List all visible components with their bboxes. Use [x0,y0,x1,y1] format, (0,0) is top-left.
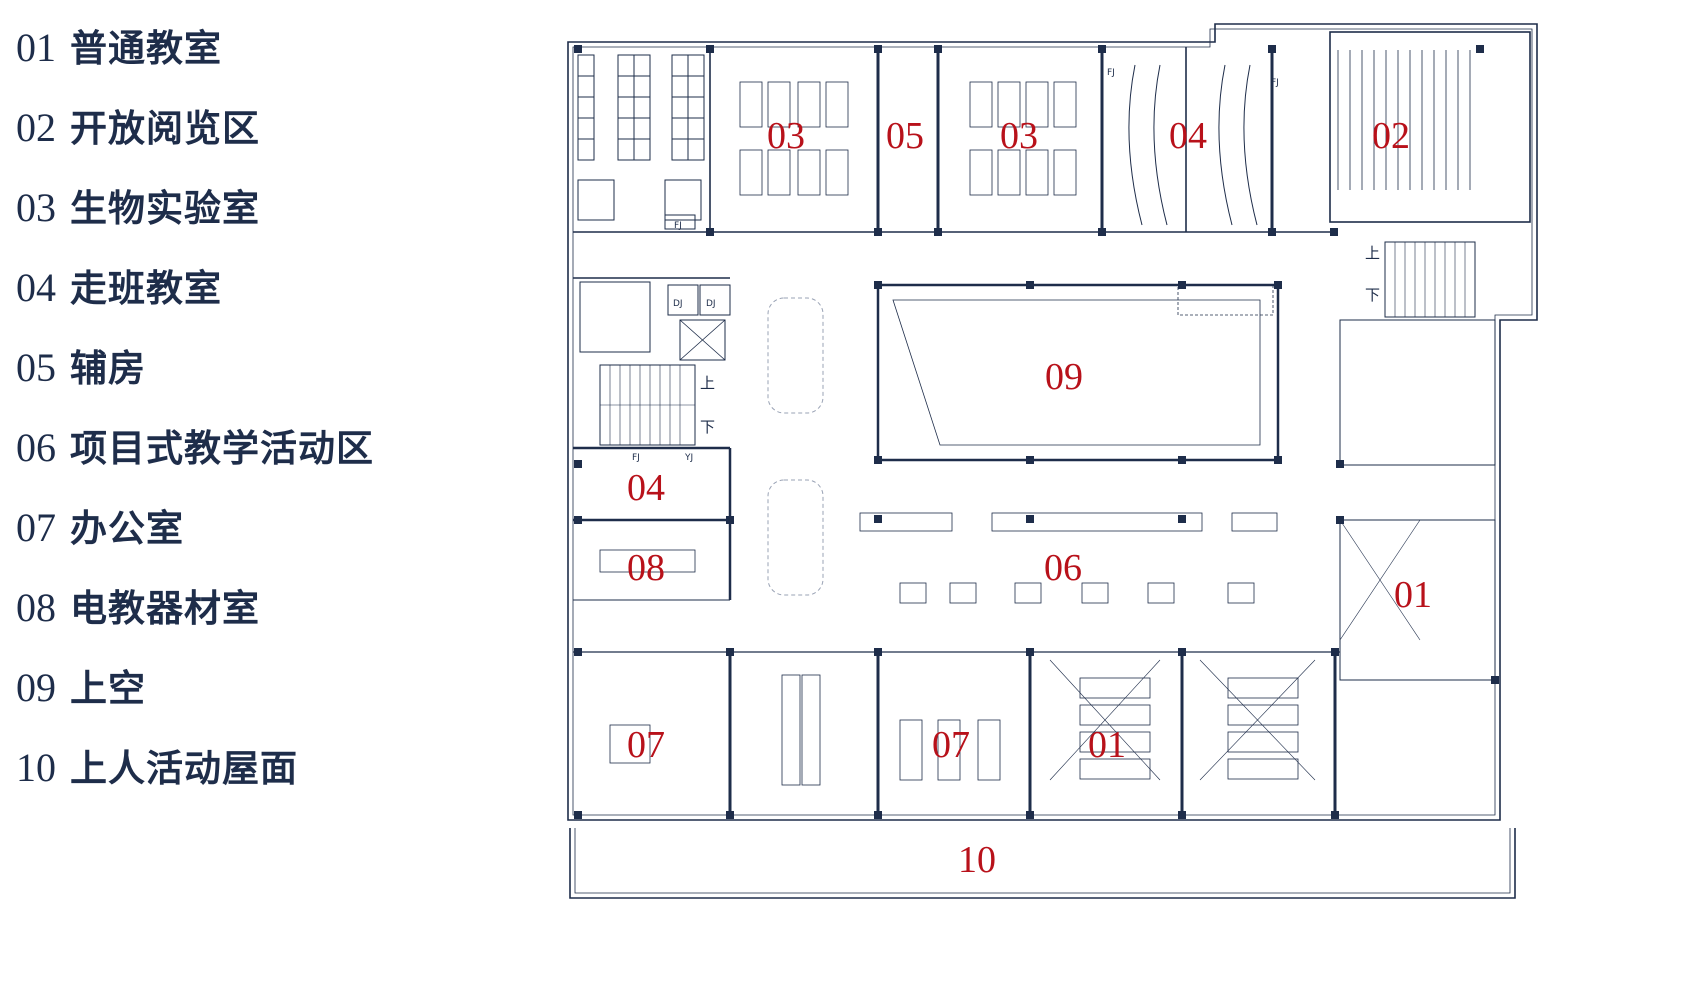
legend-item-10: 10 上人活动屋面 [16,744,298,793]
zone-label-04: 04 [1169,115,1207,157]
legend-text: 上人活动屋面 [70,747,298,790]
legend-text: 开放阅览区 [70,107,260,150]
legend-number: 10 [16,745,56,790]
legend-item-09: 09 上空 [16,664,146,713]
legend-number: 01 [16,25,56,70]
legend-text: 普通教室 [70,27,222,70]
legend-item-03: 03 生物实验室 [16,184,260,233]
legend-text: 项目式教学活动区 [70,427,374,470]
roof-terrace-outline [569,828,1516,899]
legend-number: 09 [16,665,56,710]
room-right-upper [1339,319,1496,466]
legend-number: 04 [16,265,56,310]
void-09-outline [876,283,1280,462]
office-desks [609,674,1001,786]
void-09-detail [1177,284,1274,316]
zone-label-01: 01 [1394,574,1432,616]
legend-item-01: 01 普通教室 [16,24,222,73]
stair-down-label-right: 下 [1365,286,1380,304]
legend-text: 辅房 [70,347,146,390]
legend-number: 07 [16,505,56,550]
zone-label-01: 01 [1088,724,1126,766]
zone-label-10: 10 [958,839,996,881]
legend-number: 03 [16,185,56,230]
legend-number: 05 [16,345,56,390]
room-02-outline [1329,31,1531,223]
lecture-seating [1337,50,1471,190]
zone-label-07: 07 [932,724,970,766]
legend-text: 电教器材室 [70,587,260,630]
toilet-block [579,281,651,353]
legend-item-05: 05 辅房 [16,344,146,393]
building-outline [567,23,1538,821]
stair-right [1384,241,1476,318]
zone-label-09: 09 [1045,356,1083,398]
room-tag-fj: FJ [1107,68,1115,78]
void-09-inner [892,299,1261,446]
stair-treads [1394,242,1466,317]
stair-down-label: 下 [700,418,715,436]
zone-label-05: 05 [886,115,924,157]
curved-seating [1128,64,1143,226]
elevator [679,319,726,361]
room-tag-fj: FJ [632,453,640,463]
room-tag-dj: DJ [673,299,683,309]
dj-room-1 [667,284,699,316]
lab-tables-left [739,81,849,196]
floor-plan: 上 下 上 下 DJ DJ FJ FJ YJ FJ FJ 03 05 03 04… [567,23,1538,899]
lab-tables-right [969,81,1077,196]
stair-up-label: 上 [700,374,715,392]
activity-tables [859,512,1278,604]
legend-item-02: 02 开放阅览区 [16,104,260,153]
corridor-pattern [767,297,824,596]
room-tag-fj: FJ [674,221,682,231]
classroom-desks-bottom [1079,677,1299,780]
toilet-block-top [577,54,705,230]
legend-number: 08 [16,585,56,630]
stair-up-label-right: 上 [1365,244,1380,262]
legend-text: 走班教室 [70,267,222,310]
legend-item-06: 06 项目式教学活动区 [16,424,374,473]
stair-treads [600,365,695,445]
room-tag-dj: DJ [706,299,716,309]
curved-seating [1153,64,1168,226]
room-tag-fj: FJ [1271,78,1279,88]
roof-terrace-inner [574,828,1511,894]
legend-item-08: 08 电教器材室 [16,584,260,633]
legend-number: 06 [16,425,56,470]
columns [574,45,1499,819]
equipment-table [599,549,696,573]
zone-label-02: 02 [1372,115,1410,157]
dj-room-2 [699,284,731,316]
zone-label-07: 07 [627,724,665,766]
legend-item-07: 07 办公室 [16,504,184,553]
room-tag-yj: YJ [684,453,693,463]
zone-label-03: 03 [1000,115,1038,157]
legend-text: 生物实验室 [70,187,260,230]
curved-seating [1243,64,1258,226]
legend-item-04: 04 走班教室 [16,264,222,313]
legend-number: 02 [16,105,56,150]
zone-label-06: 06 [1044,547,1082,589]
zone-label-03: 03 [767,115,805,157]
legend-text: 上空 [70,667,146,710]
zone-label-08: 08 [627,547,665,589]
legend-text: 办公室 [70,507,184,550]
zone-label-04: 04 [627,467,665,509]
curved-seating [1218,64,1233,226]
